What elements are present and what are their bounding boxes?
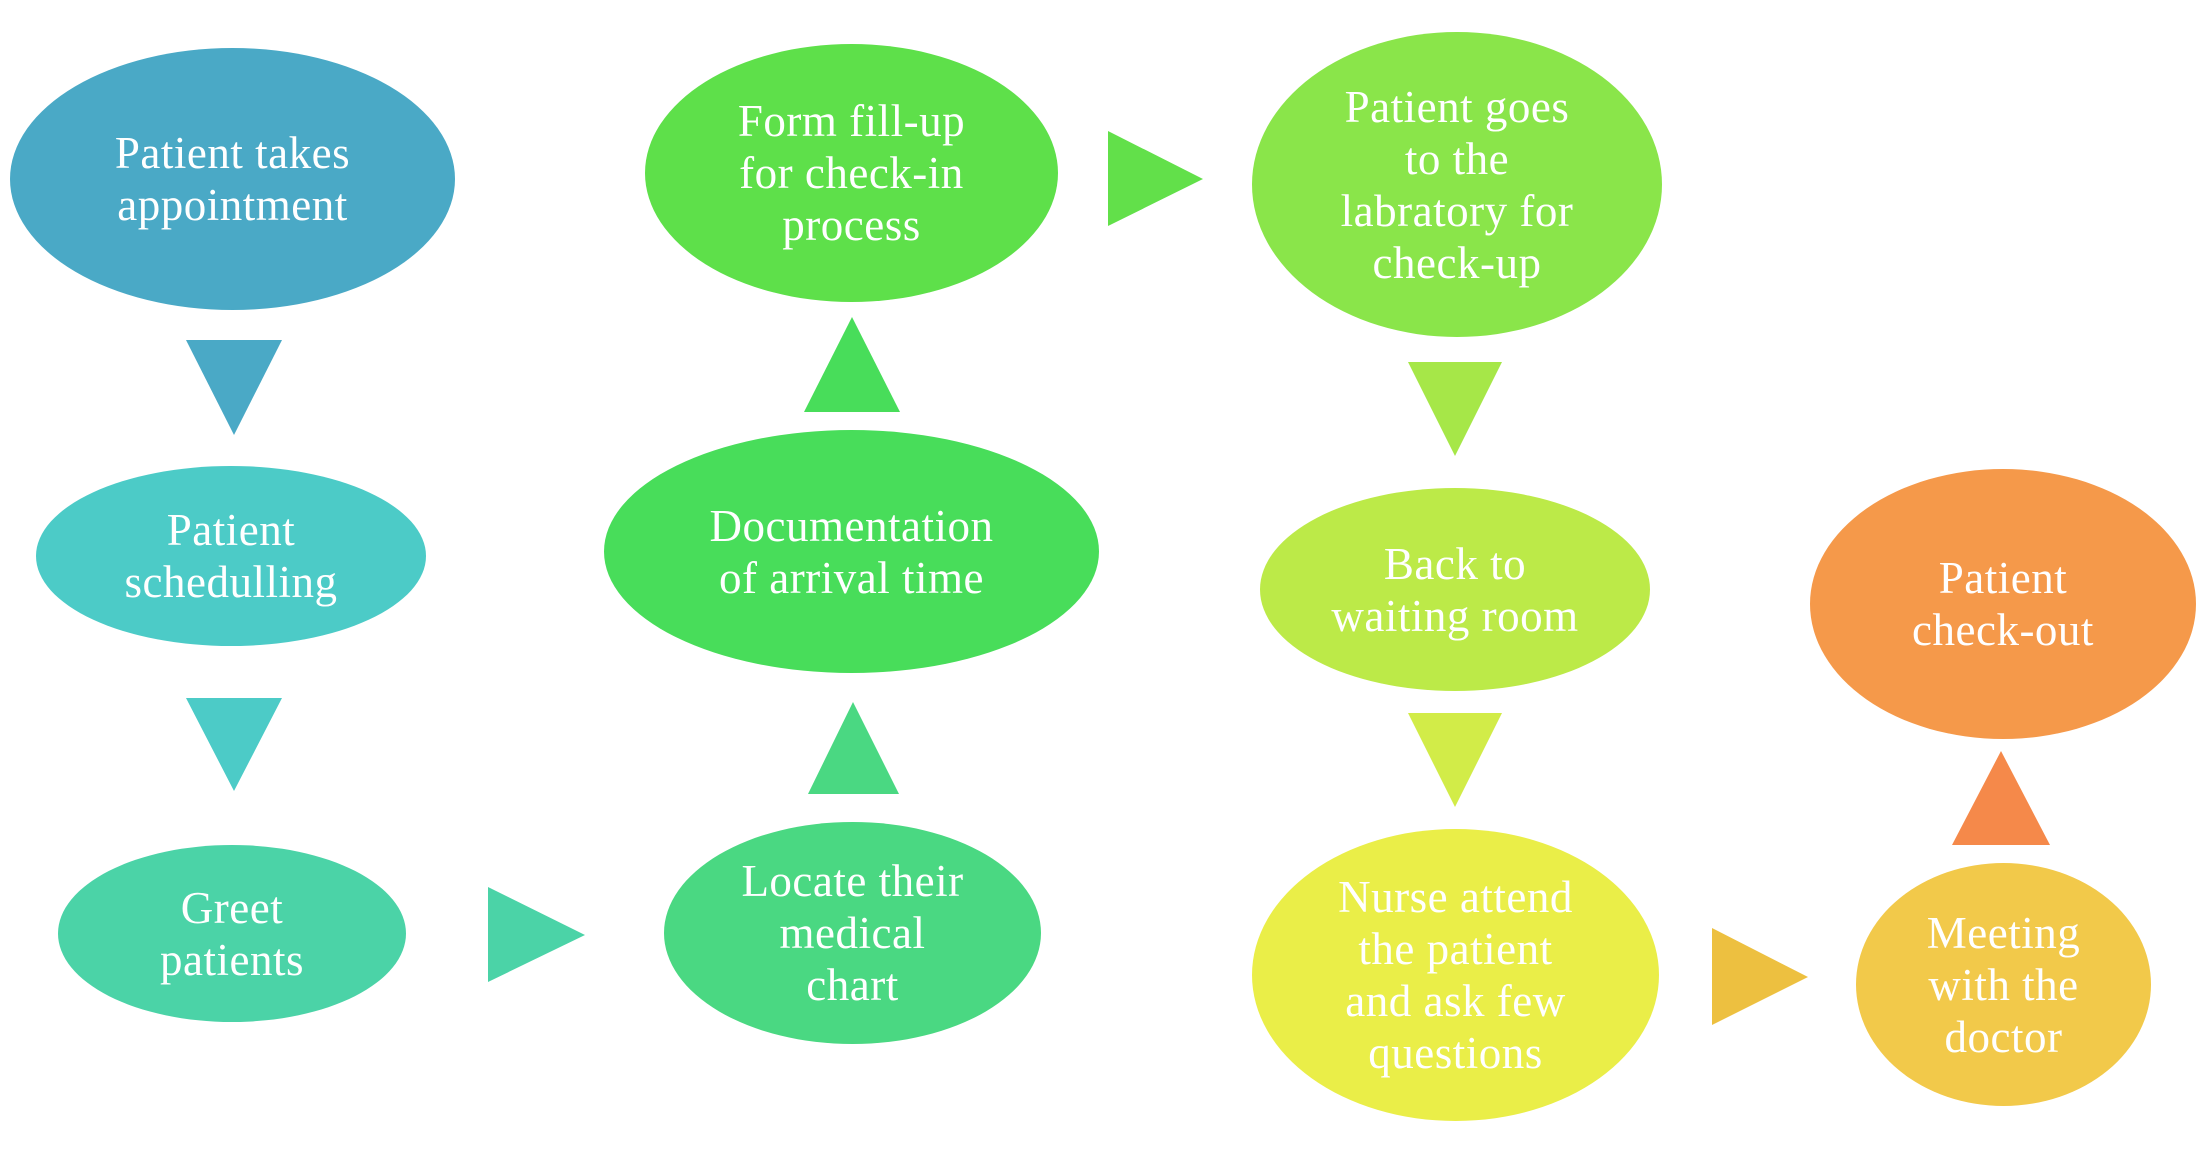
node-patient-schedulling: Patient schedulling xyxy=(36,466,426,646)
node-locate-medical-chart: Locate their medical chart xyxy=(664,822,1041,1044)
node-label: Locate their medical chart xyxy=(741,856,964,1010)
arrow-down-icon xyxy=(1408,713,1502,807)
arrow-up-icon xyxy=(804,317,900,412)
node-label: Form fill-up for check-in process xyxy=(737,96,966,250)
node-patient-takes-appointment: Patient takes appointment xyxy=(10,48,455,310)
arrow-right-icon xyxy=(1712,928,1808,1025)
node-greet-patients: Greet patients xyxy=(58,845,406,1022)
arrow-right-icon xyxy=(1108,131,1203,226)
node-label: Greet patients xyxy=(160,882,304,985)
node-patient-check-out: Patient check-out xyxy=(1810,469,2196,739)
node-label: Back to waiting room xyxy=(1331,538,1579,641)
node-documentation-arrival-time: Documentation of arrival time xyxy=(604,430,1099,673)
arrow-up-icon xyxy=(1952,751,2050,845)
node-label: Patient check-out xyxy=(1912,553,2094,655)
node-label: Patient goes to the labratory for check-… xyxy=(1340,81,1574,288)
node-meeting-with-doctor: Meeting with the doctor xyxy=(1856,863,2151,1106)
node-back-to-waiting-room: Back to waiting room xyxy=(1260,488,1650,691)
node-patient-goes-laboratory: Patient goes to the labratory for check-… xyxy=(1252,32,1662,337)
arrow-right-icon xyxy=(488,887,585,982)
node-label: Patient schedulling xyxy=(124,505,338,607)
node-label: Documentation of arrival time xyxy=(709,500,994,603)
arrow-down-icon xyxy=(1408,362,1502,456)
node-label: Nurse attend the patient and ask few que… xyxy=(1338,872,1573,1078)
arrow-up-icon xyxy=(808,702,899,794)
node-label: Meeting with the doctor xyxy=(1926,907,2081,1062)
node-nurse-attend-patient: Nurse attend the patient and ask few que… xyxy=(1252,829,1659,1121)
arrow-down-icon xyxy=(186,698,282,791)
arrow-down-icon xyxy=(186,340,282,435)
node-label: Patient takes appointment xyxy=(114,128,351,230)
node-form-fill-up: Form fill-up for check-in process xyxy=(645,44,1058,302)
